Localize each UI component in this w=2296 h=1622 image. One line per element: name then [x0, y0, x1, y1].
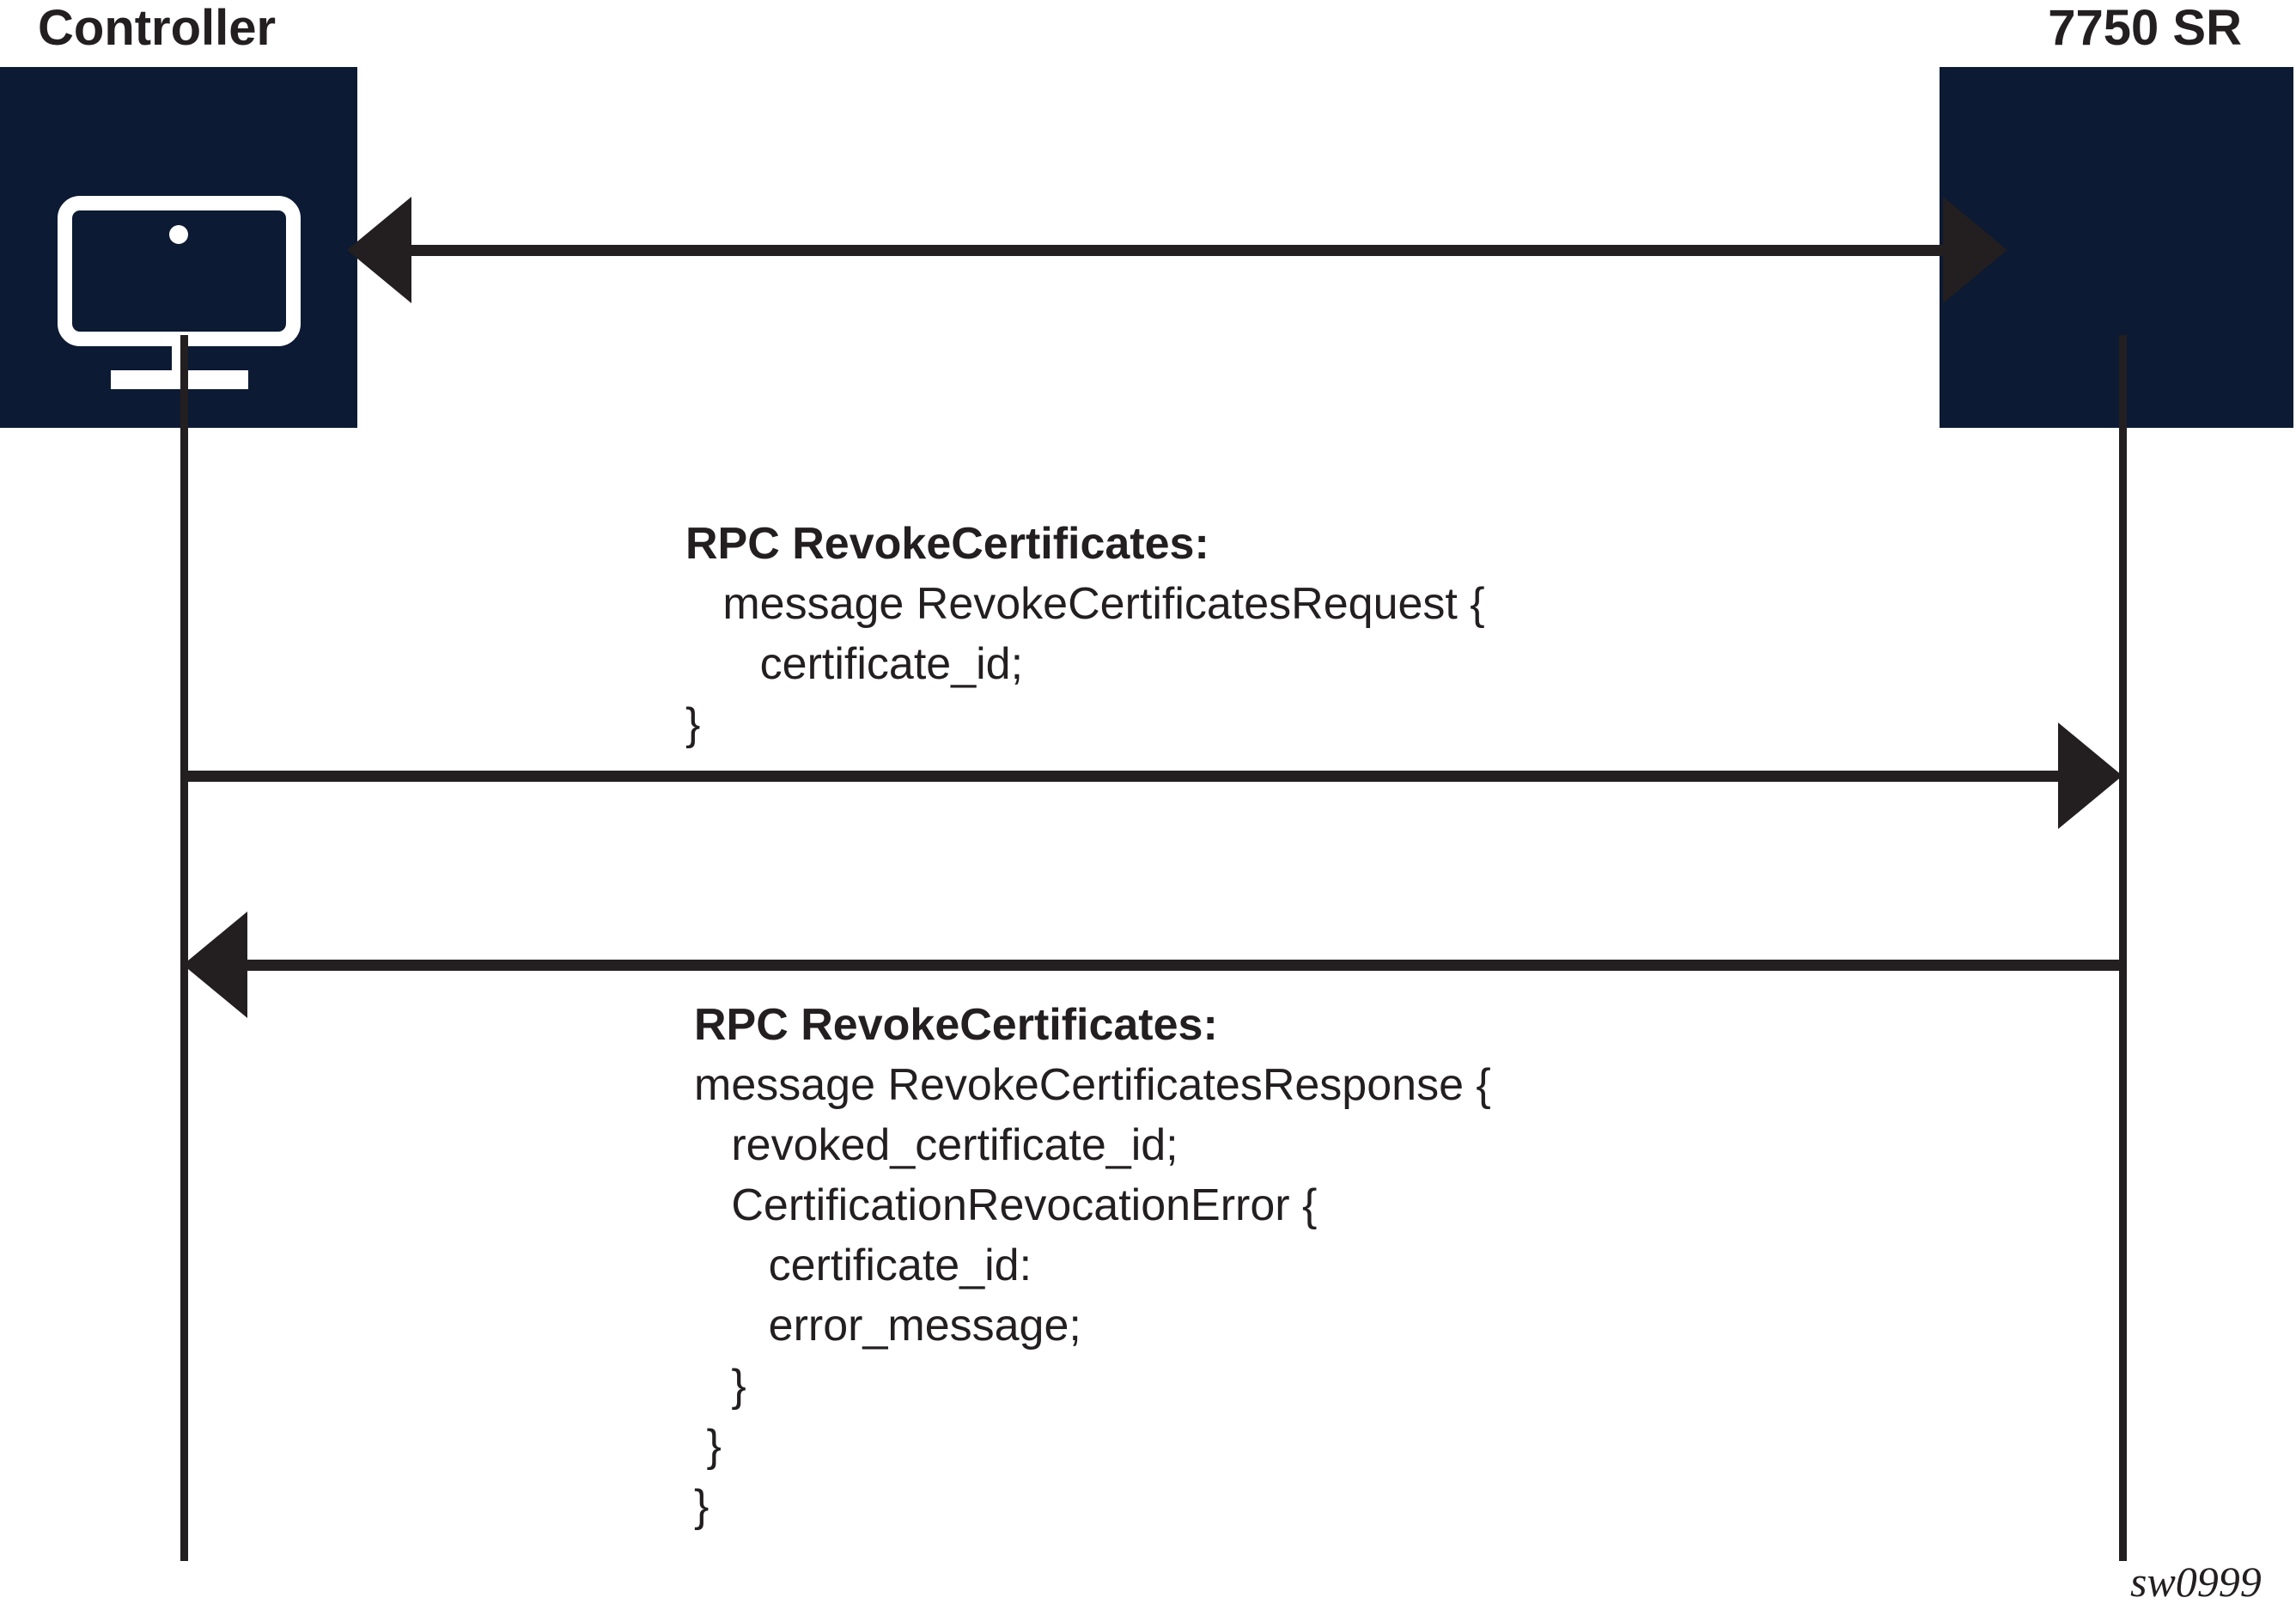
- connector-line-response: [241, 960, 2122, 971]
- message-line: }: [694, 1481, 710, 1531]
- lifeline-sr7750: [2119, 335, 2127, 1561]
- message-line: error_message;: [694, 1301, 1081, 1351]
- connector-line-request: [183, 771, 2073, 782]
- monitor-indicator-dot-icon: [169, 225, 188, 244]
- message-line: certificate_id;: [685, 639, 1024, 689]
- message-heading: RPC RevokeCertificates:: [694, 1000, 1218, 1050]
- participant-box-controller: [0, 67, 357, 428]
- participant-label-sr7750: 7750 SR: [2048, 0, 2242, 56]
- arrowhead-left-icon: [183, 912, 247, 1018]
- participant-label-controller: Controller: [38, 0, 277, 56]
- message-line: }: [694, 1361, 746, 1411]
- arrowhead-right-icon: [2058, 723, 2122, 829]
- arrowhead-right-icon: [1943, 197, 2007, 303]
- connector-line-bidirectional: [404, 245, 1950, 256]
- monitor-screen-icon: [58, 196, 301, 346]
- message-heading: RPC RevokeCertificates:: [685, 519, 1209, 569]
- figure-id-label: sw0999: [2130, 1558, 2262, 1606]
- message-line: certificate_id:: [694, 1241, 1032, 1290]
- message-block-response: RPC RevokeCertificates: message RevokeCe…: [694, 995, 1491, 1536]
- message-line: CertificationRevocationError {: [694, 1180, 1318, 1230]
- message-line: }: [694, 1421, 722, 1471]
- message-line: message RevokeCertificatesResponse {: [694, 1060, 1491, 1110]
- message-line: }: [685, 699, 701, 749]
- monitor-icon: [58, 196, 301, 389]
- message-line: revoked_certificate_id;: [694, 1120, 1178, 1170]
- monitor-stand-base-icon: [111, 370, 248, 389]
- arrowhead-left-icon: [347, 197, 411, 303]
- message-block-request: RPC RevokeCertificates: message RevokeCe…: [685, 514, 1485, 754]
- message-line: message RevokeCertificatesRequest {: [685, 579, 1485, 629]
